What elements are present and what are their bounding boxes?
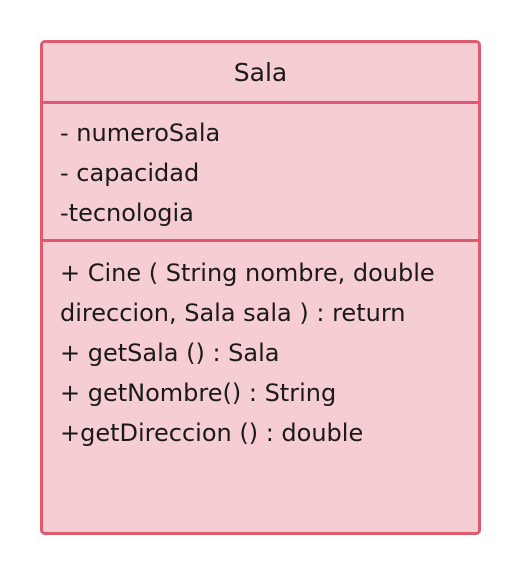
attributes-section: - numeroSala - capacidad -tecnologia	[60, 113, 468, 233]
method-get-direccion: +getDireccion () : double	[60, 419, 364, 447]
attribute-capacidad: - capacidad	[60, 159, 200, 187]
method-get-sala: + getSala () : Sala	[60, 339, 280, 367]
attribute-numero-sala: - numeroSala	[60, 119, 221, 147]
method-cine-line-1: + Cine ( String nombre, double	[60, 259, 435, 287]
methods-section: + Cine ( String nombre, double direccion…	[60, 253, 468, 453]
header-divider	[43, 101, 478, 104]
attribute-tecnologia: -tecnologia	[60, 199, 194, 227]
class-name: Sala	[233, 57, 288, 87]
uml-class-box[interactable]: Sala - numeroSala - capacidad -tecnologi…	[40, 40, 481, 535]
method-cine-line-2: direccion, Sala sala ) : return	[60, 299, 406, 327]
attributes-divider	[43, 239, 478, 242]
method-get-nombre: + getNombre() : String	[60, 379, 337, 407]
